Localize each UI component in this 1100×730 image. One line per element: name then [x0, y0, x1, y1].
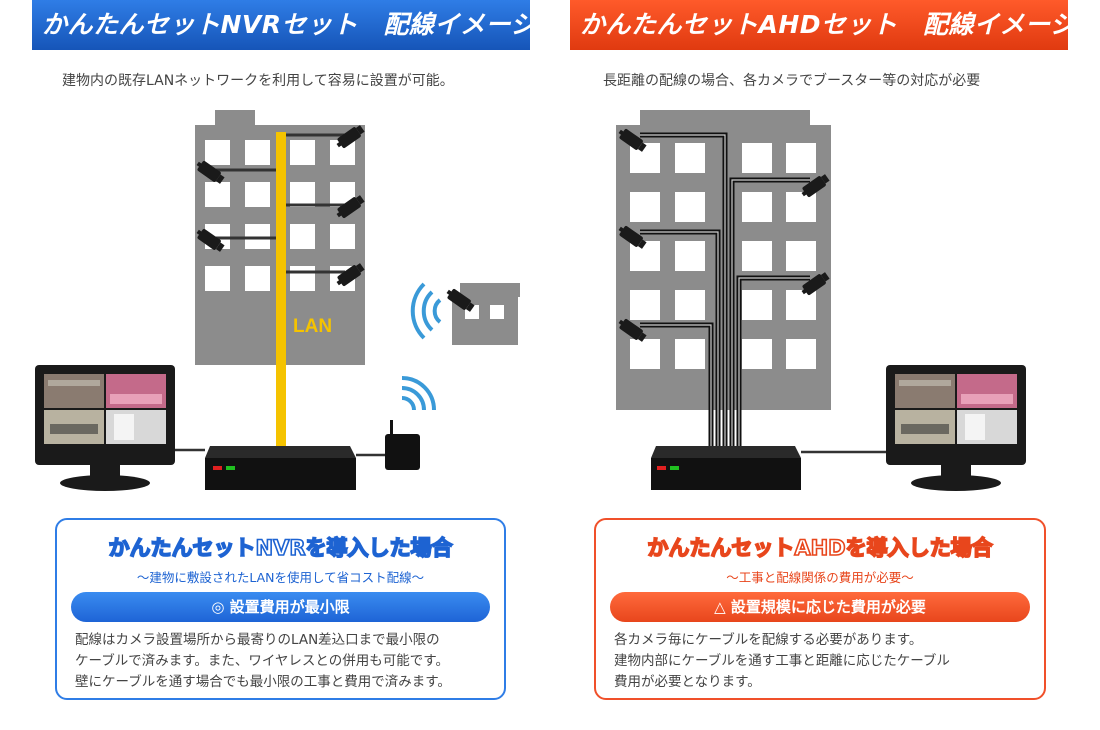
router-icon: [385, 420, 420, 470]
desc-line: 壁にケーブルを通す場合でも最小限の工事と費用で済みます。: [75, 674, 451, 690]
desc-line: 建物内部にケーブルを通す工事と距離に応じたケーブル: [614, 653, 950, 669]
monitor-icon: [886, 365, 1026, 491]
ahd-subtitle: 長距離の配線の場合、各カメラでブースター等の対応が必要: [603, 73, 981, 89]
wiring-diagram: LAN: [35, 110, 1026, 491]
nvr-box-title: かんたんセットNVRを導入した場合: [108, 535, 454, 561]
nvr-box-tagline: ～建物に敷設されたLANを使用して省コスト配線～: [136, 570, 425, 585]
ahd-description: 各カメラ毎にケーブルを配線する必要があります。 建物内部にケーブルを通す工事と距…: [614, 630, 1034, 693]
ahd-cost-pill: △ 設置規模に応じた費用が必要: [610, 592, 1030, 622]
ahd-box-title: かんたんセットAHDを導入した場合: [647, 535, 994, 561]
nvr-info-box: かんたんセットNVRを導入した場合 ～建物に敷設されたLANを使用して省コスト配…: [55, 518, 506, 700]
nvr-banner: かんたんセットNVRセット 配線イメージ: [32, 0, 530, 50]
wifi-icon: [410, 282, 442, 340]
desc-line: ケーブルで済みます。また、ワイヤレスとの併用も可能です。: [75, 653, 449, 669]
recorder-icon: [651, 446, 801, 490]
nvr-description: 配線はカメラ設置場所から最寄りのLAN差込口まで最小限の ケーブルで済みます。ま…: [75, 630, 494, 693]
house-icon: [452, 283, 520, 345]
lan-label: LAN: [293, 316, 332, 337]
ahd-info-box: かんたんセットAHDを導入した場合 ～工事と配線関係の費用が必要～ △ 設置規模…: [594, 518, 1046, 700]
desc-line: 配線はカメラ設置場所から最寄りのLAN差込口まで最小限の: [75, 632, 440, 648]
nvr-cost-pill: ◎ 設置費用が最小限: [71, 592, 490, 622]
ahd-box-tagline: ～工事と配線関係の費用が必要～: [726, 570, 914, 585]
desc-line: 費用が必要となります。: [614, 674, 761, 690]
wifi-icon: [401, 376, 436, 411]
lan-cable: [276, 132, 286, 450]
desc-line: 各カメラ毎にケーブルを配線する必要があります。: [614, 632, 923, 648]
recorder-icon: [205, 446, 356, 490]
ahd-banner: かんたんセットAHDセット 配線イメージ: [570, 0, 1068, 50]
nvr-subtitle: 建物内の既存LANネットワークを利用して容易に設置が可能。: [62, 73, 454, 89]
monitor-icon: [35, 365, 175, 491]
